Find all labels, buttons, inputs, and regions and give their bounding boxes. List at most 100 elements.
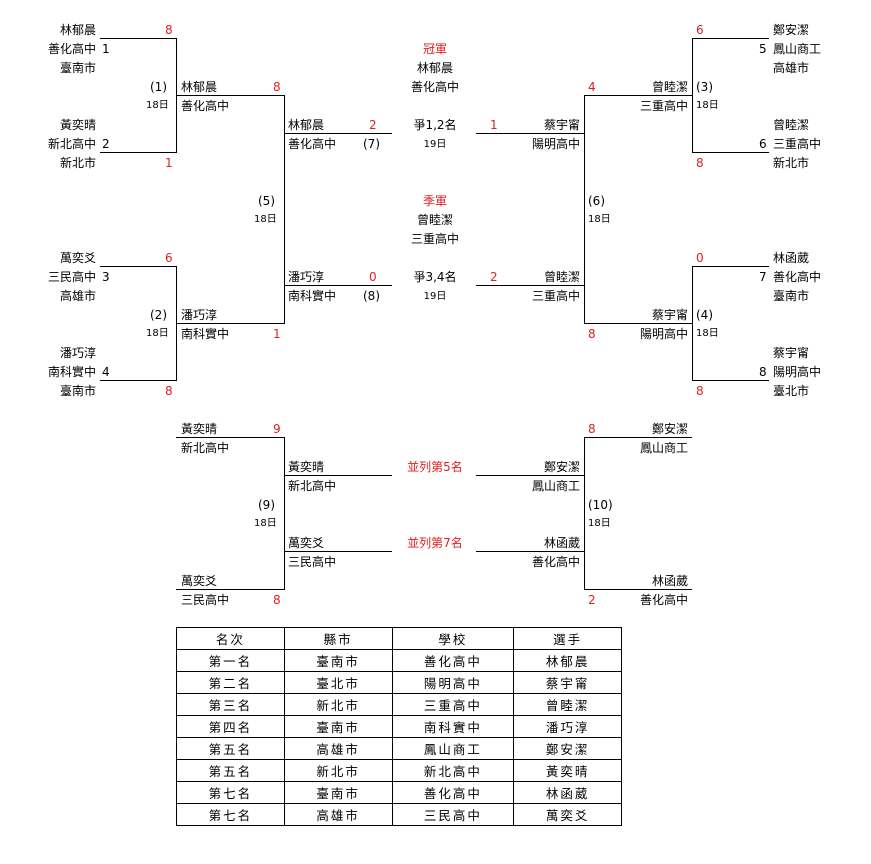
player-name: 潘巧淳	[59, 346, 96, 360]
score: 1	[490, 118, 498, 132]
third-place-label: 爭3,4名	[413, 270, 457, 284]
player-school: 善化高中	[47, 42, 96, 56]
bracket-line	[100, 266, 176, 267]
rank-cell: 第三名	[176, 693, 285, 716]
player-city: 高雄市	[773, 61, 810, 75]
player-school: 三重高中	[639, 99, 688, 113]
player-name: 林函葳	[543, 536, 580, 550]
player-school: 鳳山商工	[639, 441, 688, 455]
seed-number: 8	[759, 365, 767, 379]
score: 1	[165, 156, 173, 170]
player-name: 萬奕爻	[181, 574, 218, 588]
player-school: 新北高中	[288, 479, 337, 493]
bracket-line	[692, 266, 769, 267]
player-cell: 曾睦潔	[513, 693, 622, 716]
bracket-line	[692, 266, 693, 381]
player-school: 善化高中	[288, 137, 337, 151]
city-cell: 臺南市	[283, 715, 393, 738]
bracket-line	[100, 152, 176, 153]
school-cell: 新北高中	[391, 759, 515, 782]
player-school: 陽明高中	[639, 327, 688, 341]
bracket-line	[584, 589, 692, 590]
player-name: 林郁晨	[288, 118, 325, 132]
match-date: 18日	[696, 100, 719, 111]
seed-number: 4	[102, 365, 110, 379]
score: 8	[165, 23, 173, 37]
rank-cell: 第五名	[176, 759, 285, 782]
seed-number: 1	[102, 42, 110, 56]
bracket-line	[284, 437, 285, 590]
player-school: 三重高中	[773, 137, 822, 151]
city-cell: 臺北市	[283, 671, 393, 694]
score: 6	[165, 251, 173, 265]
match-date: 18日	[588, 214, 611, 225]
player-name: 蔡宇甯	[773, 346, 810, 360]
third-title: 季軍	[422, 194, 447, 208]
table-row: 第四名 臺南市 南科實中 潘巧淳	[176, 715, 622, 738]
match-number: (8)	[363, 289, 380, 303]
column-header: 縣市	[283, 627, 393, 650]
player-city: 新北市	[59, 156, 96, 170]
match-date: 18日	[254, 214, 277, 225]
score: 8	[165, 384, 173, 398]
city-cell: 臺南市	[283, 649, 393, 672]
player-cell: 潘巧淳	[513, 715, 622, 738]
city-cell: 新北市	[283, 693, 393, 716]
score: 4	[588, 80, 596, 94]
player-name: 黃奕晴	[288, 460, 325, 474]
school-cell: 善化高中	[391, 649, 515, 672]
match-date: 18日	[588, 518, 611, 529]
match-number: (1)	[150, 80, 167, 94]
bracket-line	[692, 38, 693, 153]
bracket-line	[100, 380, 176, 381]
match-number: (3)	[696, 80, 713, 94]
bracket-line	[176, 323, 284, 324]
player-city: 臺南市	[773, 289, 810, 303]
match-number: (7)	[363, 137, 380, 151]
player-name: 鄭安潔	[543, 460, 580, 474]
school-cell: 南科實中	[391, 715, 515, 738]
bracket-line	[476, 475, 584, 476]
player-school: 陽明高中	[773, 365, 822, 379]
score: 8	[696, 384, 704, 398]
bracket-line	[476, 133, 584, 134]
bracket-line	[692, 152, 769, 153]
player-name: 潘巧淳	[181, 308, 218, 322]
bracket-line	[584, 323, 692, 324]
champion-name: 林郁晨	[416, 61, 453, 75]
match-number: (9)	[258, 498, 275, 512]
seed-number: 5	[759, 42, 767, 56]
player-cell: 蔡宇甯	[513, 671, 622, 694]
player-name: 曾睦潔	[773, 118, 810, 132]
table-row: 第七名 臺南市 善化高中 林函葳	[176, 781, 622, 804]
player-name: 林函葳	[773, 251, 810, 265]
player-school: 南科實中	[47, 365, 96, 379]
school-cell: 三民高中	[391, 803, 515, 826]
bracket-line	[100, 38, 176, 39]
seed-number: 6	[759, 137, 767, 151]
champion-school: 善化高中	[410, 80, 459, 94]
score: 9	[273, 422, 281, 436]
player-cell: 林郁晨	[513, 649, 622, 672]
match-number: (10)	[588, 498, 613, 512]
seed-number: 3	[102, 270, 110, 284]
table-row: 第二名 臺北市 陽明高中 蔡宇甯	[176, 671, 622, 694]
match-date: 18日	[146, 100, 169, 111]
player-school: 三民高中	[181, 593, 230, 607]
player-school: 陽明高中	[531, 137, 580, 151]
match-number: (4)	[696, 308, 713, 322]
school-cell: 陽明高中	[391, 671, 515, 694]
column-header: 學校	[391, 627, 515, 650]
ranking-table: 名次 縣市 學校 選手 第一名 臺南市 善化高中 林郁晨 第二名 臺北市 陽明高…	[176, 627, 622, 826]
player-school: 新北高中	[47, 137, 96, 151]
city-cell: 新北市	[283, 759, 393, 782]
bracket-line	[176, 95, 284, 96]
score: 8	[273, 80, 281, 94]
score: 8	[588, 422, 596, 436]
player-school: 鳳山商工	[773, 42, 822, 56]
match-date: 19日	[423, 291, 447, 302]
player-name: 鄭安潔	[651, 422, 688, 436]
city-cell: 高雄市	[283, 803, 393, 826]
player-school: 善化高中	[181, 99, 230, 113]
rank-cell: 第四名	[176, 715, 285, 738]
